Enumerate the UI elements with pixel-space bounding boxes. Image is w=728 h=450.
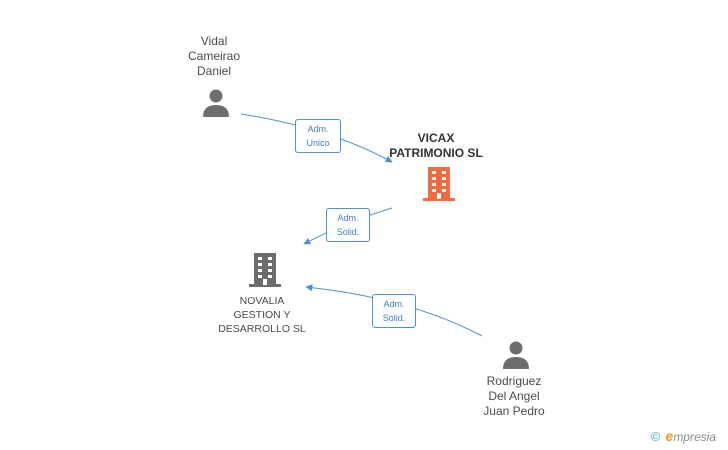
node-label-line: Del Angel [488,389,540,403]
edge-role-badge[interactable]: Adm. Solid. [372,294,416,328]
building-icon[interactable] [248,252,282,288]
node-label-line: NOVALIA [239,295,285,307]
edge-role-line: Adm. [337,213,359,223]
node-label-line: Juan Pedro [483,404,545,418]
person-icon[interactable] [501,340,531,370]
node-label-line: Vidal [200,34,228,48]
node-label-vidal[interactable]: Vidal Cameirao Daniel [164,34,264,79]
brand-logo-initial: e [665,428,674,444]
node-label-novalia[interactable]: NOVALIA GESTION Y DESARROLLO SL [207,294,317,336]
brand-footer: © empresia [651,428,716,444]
copyright-icon: © [650,429,661,444]
building-icon[interactable] [422,166,456,202]
person-icon[interactable] [201,88,231,118]
node-label-line: Daniel [196,64,232,78]
node-label-line: Cameirao [187,49,241,63]
edge-role-badge[interactable]: Adm. Solid. [326,208,370,242]
node-label-line: GESTION Y [233,309,291,321]
node-label-line: VICAX [417,131,455,145]
edge-role-line: Adm. [307,124,329,134]
edge-role-line: Solid. [336,227,360,237]
node-label-line: Rodriguez [486,374,542,388]
edge-role-line: Adm. [383,299,405,309]
node-label-rodriguez[interactable]: Rodriguez Del Angel Juan Pedro [464,374,564,419]
edge-role-line: Solid. [382,313,406,323]
node-label-vicax[interactable]: VICAX PATRIMONIO SL [386,131,486,161]
edge-role-line: Unico [306,138,330,148]
brand-logo-text: mpresia [673,430,716,444]
node-label-line: DESARROLLO SL [218,323,306,335]
node-label-line: PATRIMONIO SL [389,146,483,160]
edge-role-badge[interactable]: Adm. Unico [295,119,341,153]
